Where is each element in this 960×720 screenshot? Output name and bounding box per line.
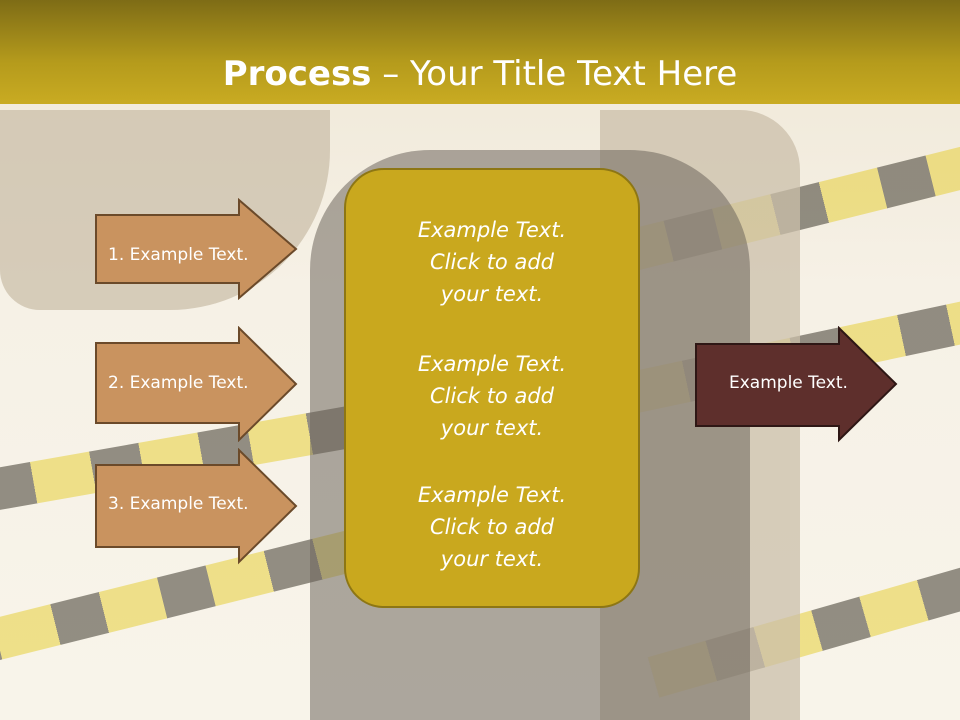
process-arrow-2-label: 2. Example Text. xyxy=(108,373,249,393)
process-arrow-2[interactable] xyxy=(94,326,300,442)
center-block-3-line3: your text. xyxy=(440,547,544,571)
process-arrow-3-label: 3. Example Text. xyxy=(108,494,249,514)
center-block-2-line1: Example Text. xyxy=(417,352,567,376)
center-block-1-line1: Example Text. xyxy=(417,218,567,242)
center-block-2: Example Text. Click to add your text. xyxy=(346,348,638,444)
process-arrow-1-label: 1. Example Text. xyxy=(108,245,249,265)
output-arrow[interactable] xyxy=(694,326,900,444)
process-arrow-1[interactable] xyxy=(94,198,300,300)
center-block-2-line2: Click to add xyxy=(429,384,554,408)
center-text-box[interactable]: Example Text. Click to add your text. Ex… xyxy=(344,168,640,608)
title-banner xyxy=(0,0,960,104)
center-block-2-line3: your text. xyxy=(440,416,544,440)
center-block-1-line2: Click to add xyxy=(429,250,554,274)
output-arrow-label: Example Text. xyxy=(729,373,848,393)
title-bold: Process xyxy=(222,54,372,94)
center-block-3-line2: Click to add xyxy=(429,515,554,539)
center-block-3-line1: Example Text. xyxy=(417,483,567,507)
center-block-1-line3: your text. xyxy=(440,282,544,306)
page-title: Process – Your Title Text Here xyxy=(0,52,960,96)
title-rest: – Your Title Text Here xyxy=(371,54,738,94)
center-block-1: Example Text. Click to add your text. xyxy=(346,214,638,310)
center-block-3: Example Text. Click to add your text. xyxy=(346,479,638,575)
process-arrow-3[interactable] xyxy=(94,448,300,566)
